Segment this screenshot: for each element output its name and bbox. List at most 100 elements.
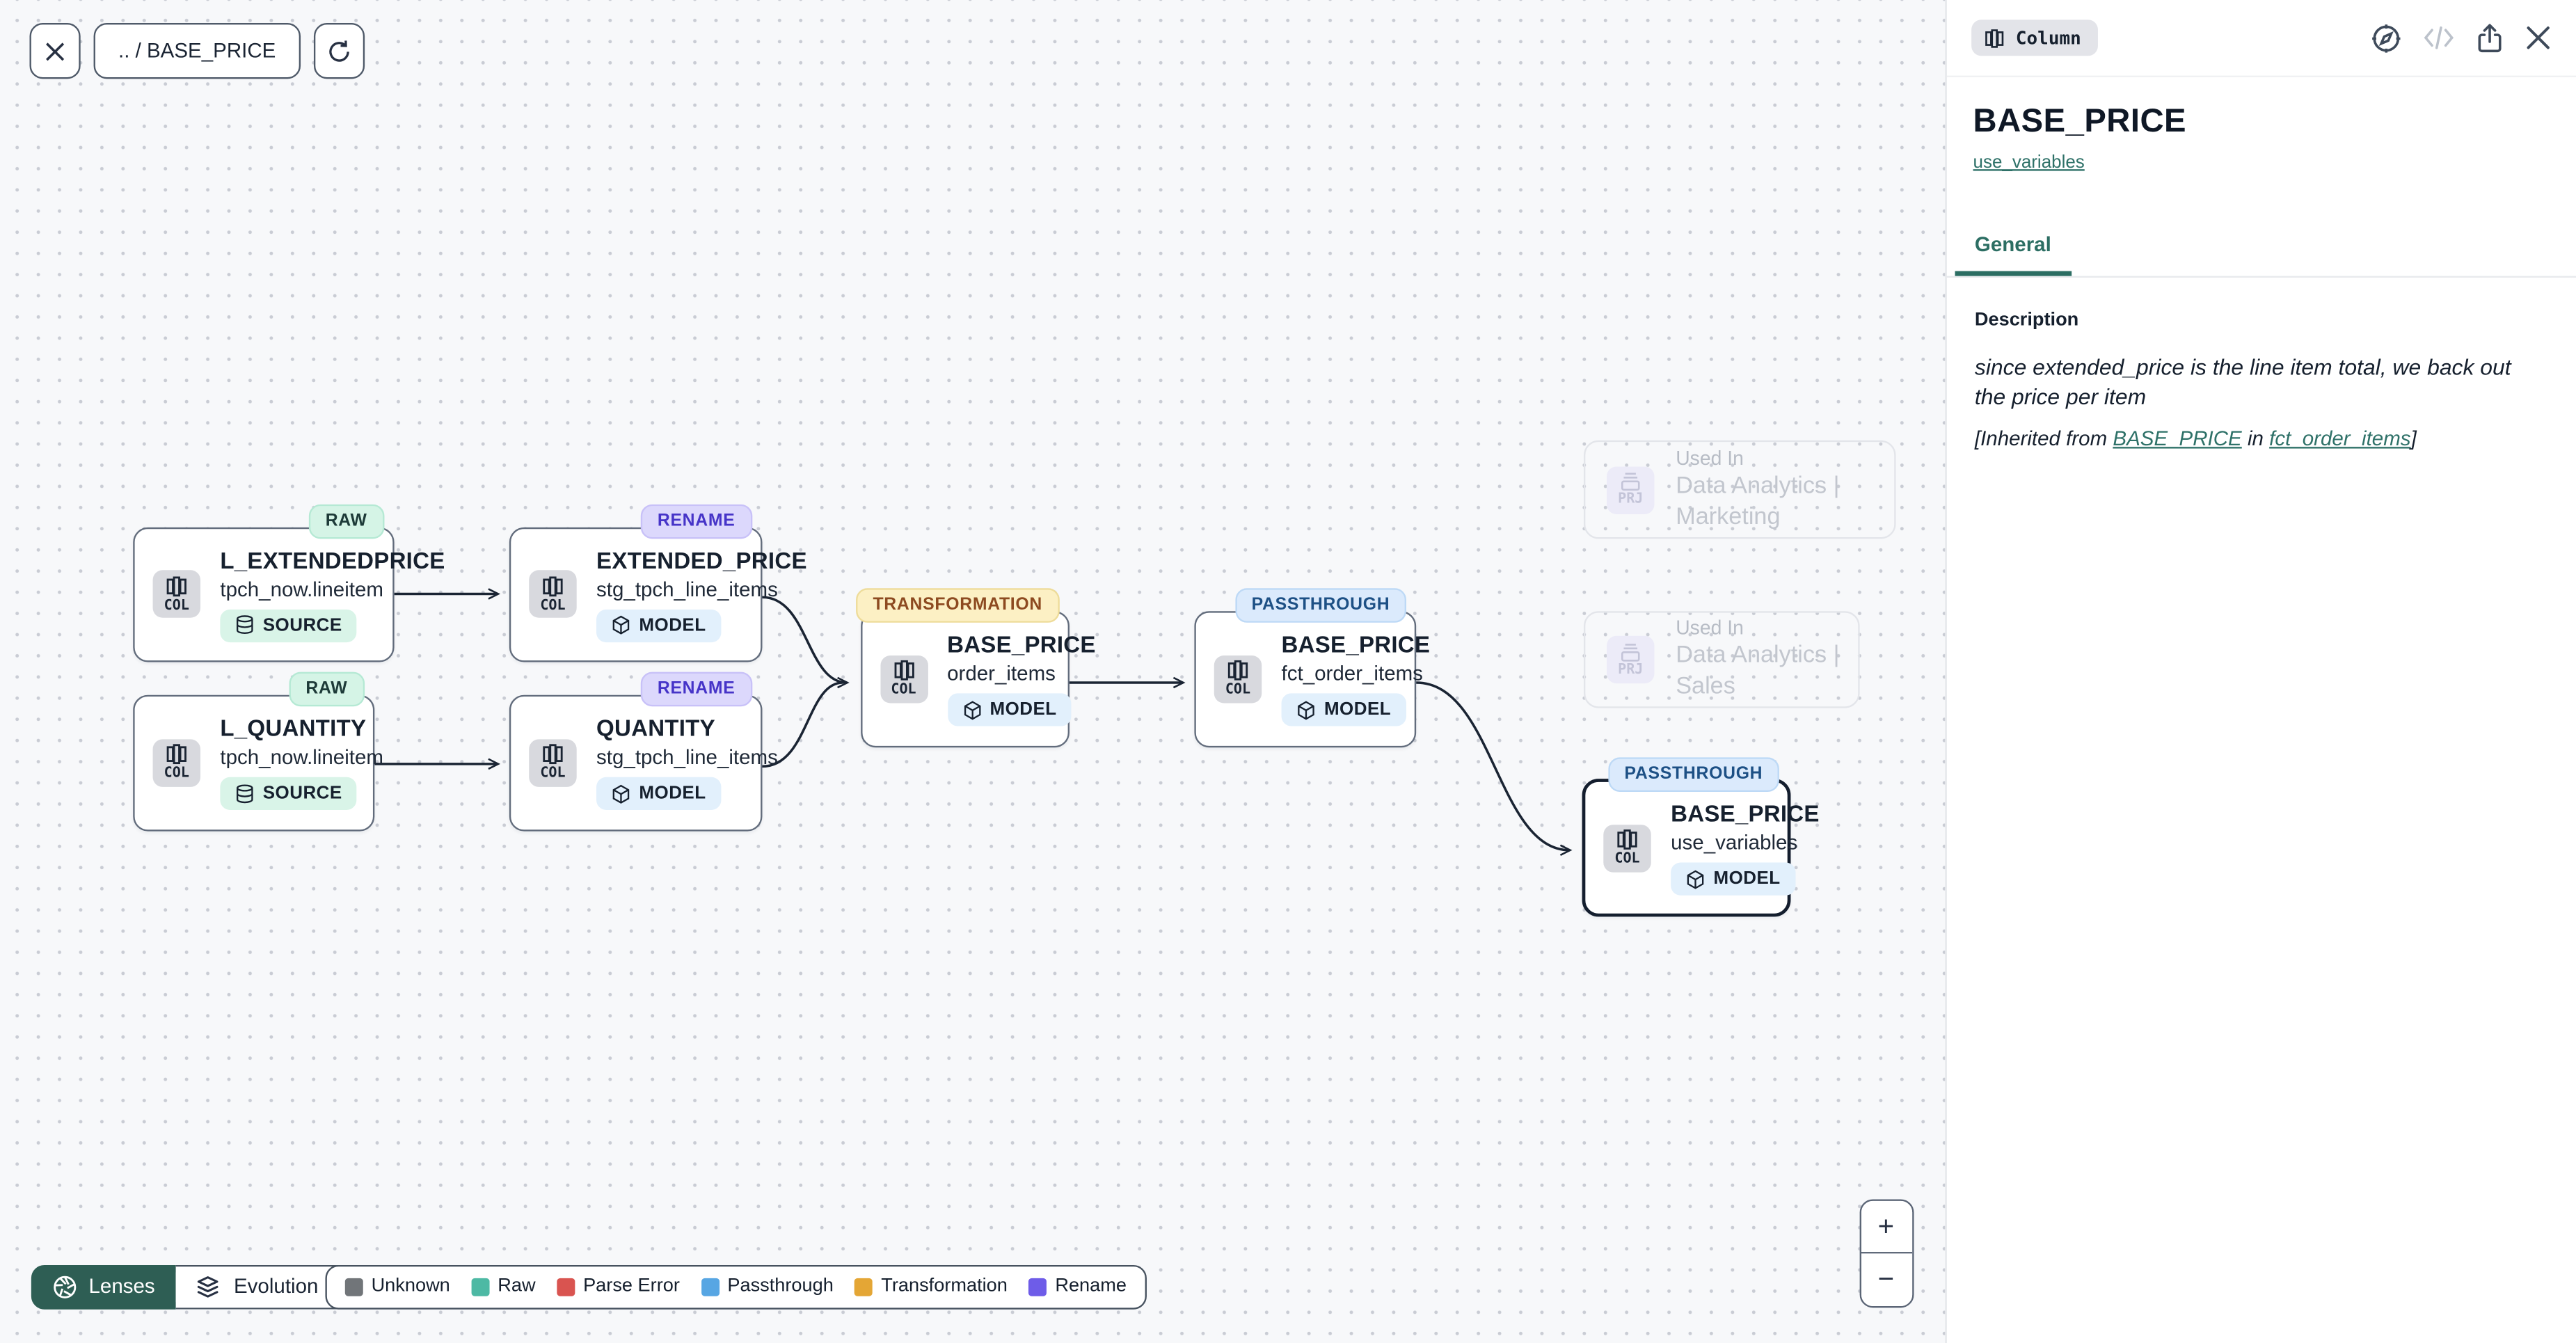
node-kind-badge: MODEL xyxy=(947,693,1072,726)
breadcrumb[interactable]: .. / BASE_PRICE xyxy=(93,23,301,79)
lineage-type-badge: PASSTHROUGH xyxy=(1234,587,1406,622)
used-in-label: Used In xyxy=(1676,616,1744,639)
lens-legend: Unknown Raw Parse Error Passthrough Tran… xyxy=(325,1264,1147,1309)
lenses-button[interactable]: Lenses xyxy=(31,1264,177,1309)
column-icon xyxy=(1227,660,1248,681)
node-base-price-order-items[interactable]: TRANSFORMATION COL BASE_PRICE order_item… xyxy=(856,587,1095,747)
node-title: EXTENDED_PRICE xyxy=(596,546,807,573)
code-button[interactable] xyxy=(2423,24,2454,51)
used-in-node-marketing: PRJ Used In Data Analytics | Marketing xyxy=(1583,440,1896,539)
cube-icon xyxy=(612,616,630,635)
legend-swatch-transformation xyxy=(854,1277,873,1296)
node-title: BASE_PRICE xyxy=(947,630,1096,658)
node-kind-badge: MODEL xyxy=(1281,693,1406,726)
node-subtitle: tpch_now.lineitem xyxy=(220,746,383,770)
lenses-bar: Lenses Evolution xyxy=(31,1264,369,1309)
used-in-project-name: Data Analytics | Sales xyxy=(1676,642,1840,700)
share-icon xyxy=(2478,23,2502,51)
legend-item: Transformation xyxy=(854,1276,1008,1296)
node-subtitle: stg_tpch_line_items xyxy=(596,746,778,770)
node-subtitle: order_items xyxy=(947,662,1056,685)
node-title: L_QUANTITY xyxy=(220,715,367,742)
legend-swatch-rename xyxy=(1028,1277,1047,1296)
column-chip: COL xyxy=(529,738,577,787)
column-icon xyxy=(166,575,186,596)
legend-item: Parse Error xyxy=(557,1276,680,1296)
panel-header: Column xyxy=(1946,0,2576,77)
tab-general[interactable]: General xyxy=(1955,233,2072,276)
node-l-quantity[interactable]: RAW COL L_QUANTITY tpch_now.lineitem SOU… xyxy=(133,672,383,831)
column-chip: COL xyxy=(529,570,577,619)
zoom-in-button[interactable]: + xyxy=(1860,1200,1911,1254)
lineage-type-badge: RENAME xyxy=(641,503,752,539)
database-icon xyxy=(237,615,253,635)
zoom-out-button[interactable]: − xyxy=(1860,1253,1911,1306)
used-in-label: Used In xyxy=(1676,446,1744,470)
project-icon: PRJ xyxy=(1607,635,1655,684)
legend-item: Passthrough xyxy=(701,1276,834,1296)
node-subtitle: tpch_now.lineitem xyxy=(220,578,383,601)
node-title: BASE_PRICE xyxy=(1671,800,1820,827)
column-chip: COL xyxy=(880,654,928,703)
inherited-model-link[interactable]: fct_order_items xyxy=(2269,427,2411,450)
legend-item: Raw xyxy=(471,1276,536,1296)
node-subtitle: fct_order_items xyxy=(1281,662,1423,685)
column-chip: COL xyxy=(152,570,201,619)
database-icon xyxy=(237,784,253,803)
legend-swatch-passthrough xyxy=(701,1277,719,1296)
column-icon xyxy=(1617,829,1637,850)
refresh-button[interactable] xyxy=(313,23,365,79)
close-icon xyxy=(46,42,65,61)
entity-type-badge: Column xyxy=(1971,19,2098,56)
node-l-extendedprice[interactable]: RAW COL L_EXTENDEDPRICE tpch_now.lineite… xyxy=(133,503,445,662)
node-base-price-use-variables[interactable]: PASSTHROUGH COL BASE_PRICE use_variables… xyxy=(1582,757,1819,917)
lineage-type-badge: PASSTHROUGH xyxy=(1607,757,1779,792)
node-title: QUANTITY xyxy=(596,715,715,742)
edge-fctorderitems-usevariables xyxy=(1416,681,1573,857)
page-title: BASE_PRICE xyxy=(1973,103,2187,140)
close-panel-button[interactable] xyxy=(2525,24,2552,51)
node-kind-badge: MODEL xyxy=(596,609,721,642)
column-icon xyxy=(893,660,914,681)
node-extended-price[interactable]: RENAME COL EXTENDED_PRICE stg_tpch_line_… xyxy=(509,503,807,662)
column-icon xyxy=(543,744,563,765)
zoom-controls: + − xyxy=(1859,1199,1914,1308)
node-base-price-fct-order-items[interactable]: PASSTHROUGH COL BASE_PRICE fct_order_ite… xyxy=(1194,587,1430,747)
column-chip: COL xyxy=(1603,824,1651,872)
canvas-toolbar: .. / BASE_PRICE xyxy=(29,23,365,79)
cube-icon xyxy=(1687,869,1704,889)
node-subtitle: use_variables xyxy=(1671,831,1798,855)
description-text: since extended_price is the line item to… xyxy=(1974,354,2511,408)
explore-button[interactable] xyxy=(2371,22,2402,54)
description-label: Description xyxy=(1974,310,2079,331)
share-button[interactable] xyxy=(2476,22,2504,54)
close-lineage-button[interactable] xyxy=(29,23,81,79)
used-in-project-name: Data Analytics | Marketing xyxy=(1676,472,1840,530)
legend-swatch-unknown xyxy=(344,1277,363,1296)
column-chip: COL xyxy=(152,738,201,787)
breadcrumb-label: .. / BASE_PRICE xyxy=(118,39,276,63)
lens-selected-value: Evolution xyxy=(233,1275,319,1298)
column-icon xyxy=(1985,29,2004,47)
lineage-canvas[interactable]: .. / BASE_PRICE PRJ Used In Data Analyti… xyxy=(0,0,1946,1343)
legend-swatch-raw xyxy=(471,1277,490,1296)
project-stack-icon xyxy=(1621,642,1640,661)
node-quantity[interactable]: RENAME COL QUANTITY stg_tpch_line_items … xyxy=(509,672,778,831)
cube-icon xyxy=(612,784,630,804)
lineage-type-badge: RAW xyxy=(309,503,384,539)
node-kind-badge: SOURCE xyxy=(220,609,357,642)
cube-icon xyxy=(1298,700,1314,720)
inherited-column-link[interactable]: BASE_PRICE xyxy=(2113,427,2242,450)
lineage-type-badge: RENAME xyxy=(641,672,752,707)
model-link[interactable]: use_variables xyxy=(1973,152,2085,173)
description-section: Description since extended_price is the … xyxy=(1947,278,2576,450)
column-icon xyxy=(543,575,563,596)
project-stack-icon xyxy=(1621,472,1640,491)
node-kind-badge: MODEL xyxy=(596,777,721,811)
cube-icon xyxy=(963,700,980,720)
node-kind-badge: SOURCE xyxy=(220,777,357,811)
column-icon xyxy=(166,744,186,765)
compass-icon xyxy=(2372,24,2401,52)
used-in-node-sales: PRJ Used In Data Analytics | Sales xyxy=(1583,611,1860,708)
